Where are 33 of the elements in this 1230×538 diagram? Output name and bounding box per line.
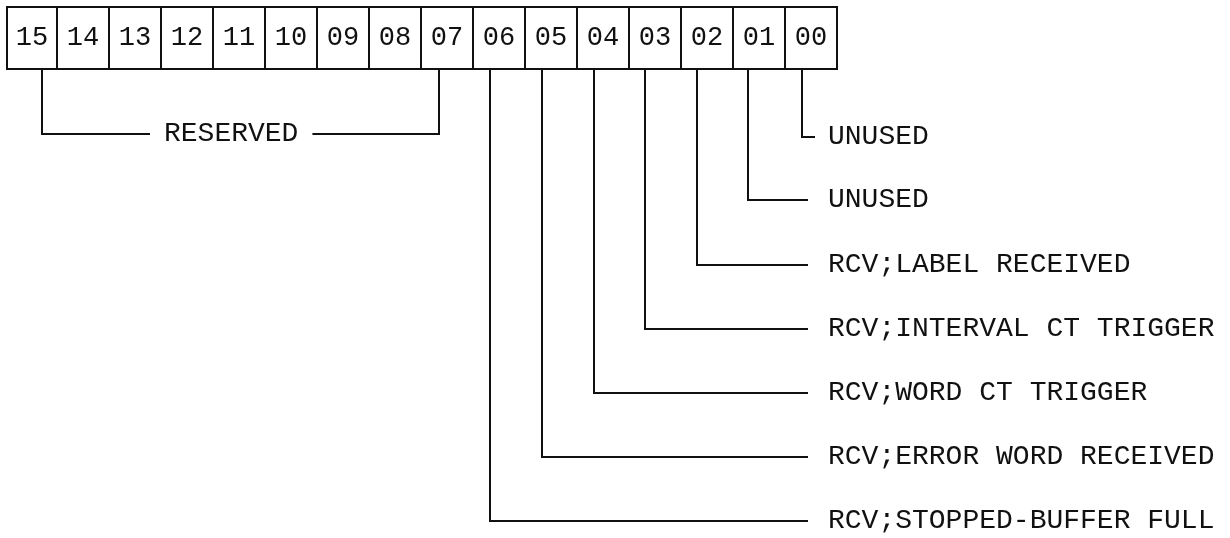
leader-line [489,69,809,522]
bit-description: RCV;INTERVAL CT TRIGGER [808,313,1215,345]
bit-description: RCV;STOPPED-BUFFER FULL [808,505,1215,537]
leader-line [41,69,151,135]
bit-number-cell: 12 [162,6,214,70]
bit-number-cell: 05 [526,6,578,70]
leader-line [593,69,809,394]
bit-number-cell: 03 [630,6,682,70]
bit-number-cell: 07 [422,6,474,70]
bit-number-cell: 02 [682,6,734,70]
bit-description: RCV;WORD CT TRIGGER [808,377,1148,409]
bit-number-cell: 10 [266,6,318,70]
leader-line [541,69,809,458]
leader-line [747,69,809,201]
bit-description: RCV;LABEL RECEIVED [808,249,1131,281]
bit-number-cell: 04 [578,6,630,70]
bit-number-cell: 09 [318,6,370,70]
leader-line [696,69,809,266]
bit-description: UNUSED [808,184,929,216]
leader-line [644,69,809,330]
bit-number-cell: 11 [214,6,266,70]
bit-number-cell: 14 [58,6,110,70]
bit-description: RESERVED [150,118,313,150]
bit-number-cell: 00 [786,6,838,70]
bit-description: RCV;ERROR WORD RECEIVED [808,441,1215,473]
bit-number-cell: 06 [474,6,526,70]
bit-number-cell: 08 [370,6,422,70]
leader-line [801,69,816,138]
bit-number-cell: 15 [6,6,58,70]
bit-description: UNUSED [815,121,929,153]
bit-number-cell: 01 [734,6,786,70]
leader-line [311,69,440,135]
bit-number-cell: 13 [110,6,162,70]
